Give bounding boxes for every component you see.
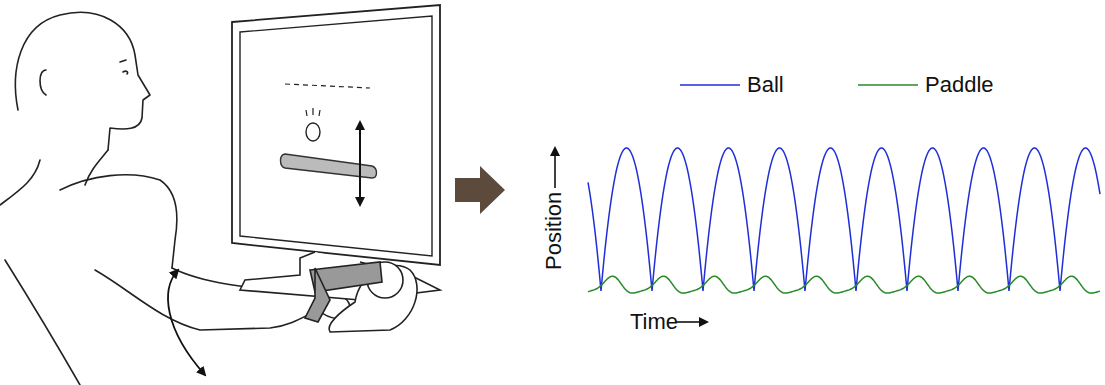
legend-line (858, 84, 918, 86)
axis-arrow (554, 148, 556, 188)
rotation-arrow (168, 270, 205, 375)
axis-label: Time (630, 311, 678, 333)
ball-trace (588, 148, 1100, 291)
legend-label: Paddle (925, 74, 994, 96)
monitor (232, 5, 440, 300)
manipulandum (305, 262, 417, 332)
flow-arrow (455, 166, 505, 214)
axis-label: Position (543, 192, 565, 270)
axis-arrow (676, 321, 707, 323)
legend-line (680, 84, 740, 86)
paddle-trace (588, 276, 1100, 293)
legend-label: Ball (747, 74, 784, 96)
